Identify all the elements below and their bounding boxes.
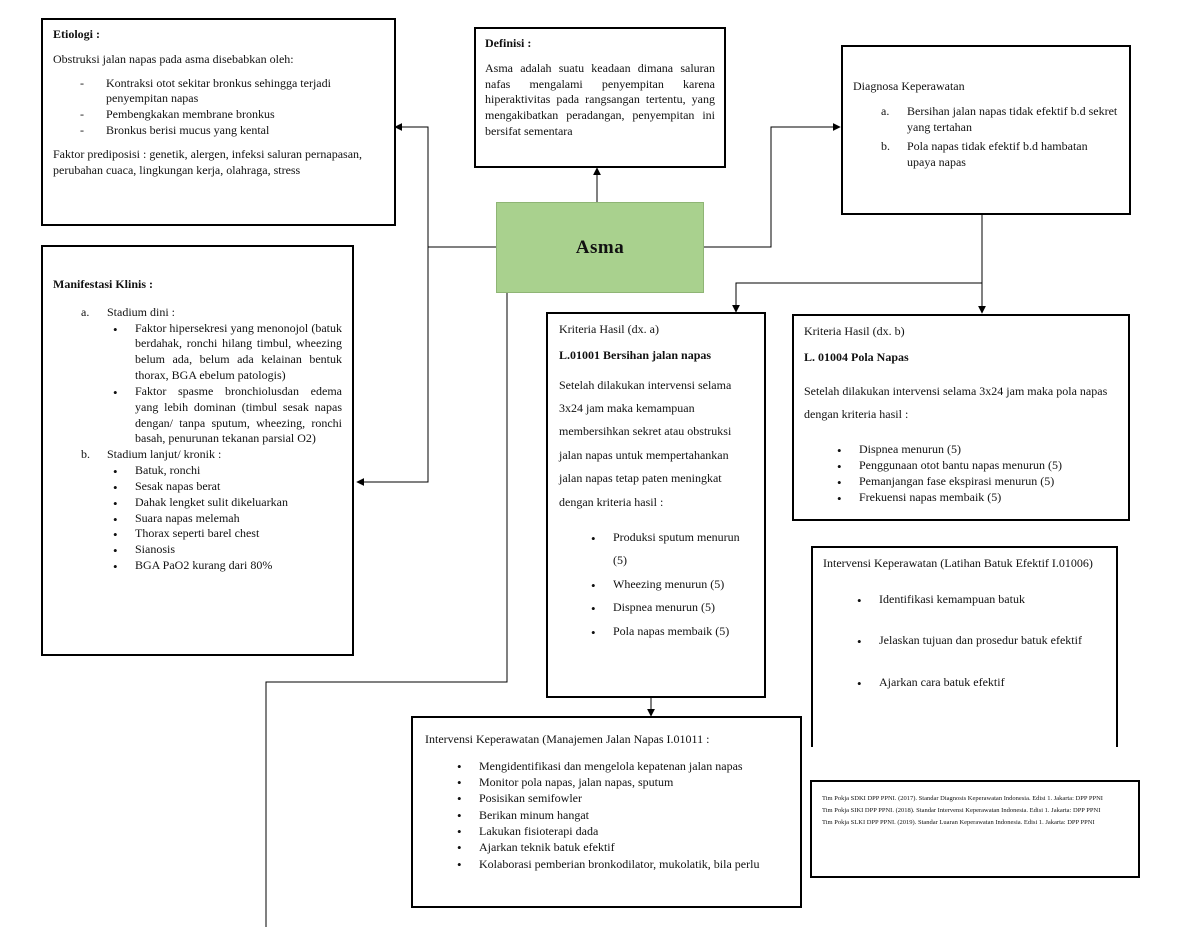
definisi-title: Definisi : xyxy=(485,36,532,50)
kriteria-b-list: Dispnea menurun (5) Penggunaan otot bant… xyxy=(837,442,1118,507)
etiologi-title: Etiologi : xyxy=(53,27,100,41)
intervensi-batuk-item: Jelaskan tujuan dan prosedur batuk efekt… xyxy=(857,629,1106,655)
stadium-dini-list: Faktor hipersekresi yang menonojol (batu… xyxy=(113,321,342,448)
definisi-text: Asma adalah suatu keadaan dimana saluran… xyxy=(485,60,715,139)
stadium-dini-item: Faktor hipersekresi yang menonojol (batu… xyxy=(113,321,342,384)
stadium-label: Stadium dini : xyxy=(107,304,176,319)
stadium-lanjut-item: Thorax seperti barel chest xyxy=(113,526,342,543)
intervensi-jalan-napas-item: Lakukan fisioterapi dada xyxy=(457,823,790,841)
intervensi-jalan-napas-item: Monitor pola napas, jalan napas, sputum xyxy=(457,774,790,792)
etiologi-list: Kontraksi otot sekitar bronkus sehingga … xyxy=(80,76,384,139)
diagnosa-box: Diagnosa Keperawatan a. Bersihan jalan n… xyxy=(841,45,1131,215)
asma-node: Asma xyxy=(496,202,704,293)
intervensi-jalan-napas-item: Ajarkan teknik batuk efektif xyxy=(457,839,790,857)
stadium-marker: a. xyxy=(81,304,90,319)
kriteria-b-item: Penggunaan otot bantu napas menurun (5) xyxy=(837,458,1118,475)
asma-label: Asma xyxy=(575,236,625,258)
kriteria-a-text: Setelah dilakukan intervensi selama 3x24… xyxy=(559,377,732,509)
intervensi-jalan-napas-list: Mengidentifikasi dan mengelola kepatenan… xyxy=(457,758,790,874)
reference-item: Tim Pokja SIKI DPP PPNI. (2018). Standar… xyxy=(822,806,1101,814)
etiologi-item: Kontraksi otot sekitar bronkus sehingga … xyxy=(80,76,384,108)
kriteria-a-item: Pola napas membaik (5) xyxy=(591,620,754,646)
etiologi-item: Pembengkakan membrane bronkus xyxy=(80,107,384,123)
etiologi-box: Etiologi : Obstruksi jalan napas pada as… xyxy=(41,18,396,226)
kriteria-a-list: Produksi sputum menurun (5) Wheezing men… xyxy=(591,526,754,646)
intervensi-batuk-box: Intervensi Keperawatan (Latihan Batuk Ef… xyxy=(811,546,1118,747)
line-asma-down xyxy=(265,293,508,927)
intervensi-batuk-item: Ajarkan cara batuk efektif xyxy=(857,671,1106,697)
etiologi-item: Bronkus berisi mucus yang kental xyxy=(80,123,384,139)
manifestasi-title: Manifestasi Klinis : xyxy=(53,277,154,291)
line-to-kriteria-a xyxy=(732,282,982,313)
stadium-lanjut-list: Batuk, ronchi Sesak napas berat Dahak le… xyxy=(113,463,342,575)
intervensi-batuk-title: Intervensi Keperawatan (Latihan Batuk Ef… xyxy=(823,556,1093,570)
stadium-lanjut-item: Batuk, ronchi xyxy=(113,463,342,480)
line-to-etiologi xyxy=(394,123,496,248)
kriteria-a-item: Produksi sputum menurun (5) xyxy=(591,526,754,573)
kriteria-b-text: Setelah dilakukan intervensi selama 3x24… xyxy=(804,383,1108,422)
kriteria-b-item: Frekuensi napas membaik (5) xyxy=(837,490,1118,507)
stadium-lanjut-item: Dahak lengket sulit dikeluarkan xyxy=(113,495,342,512)
intervensi-jalan-napas-item: Posisikan semifowler xyxy=(457,790,790,808)
diagnosa-item-b: b. Pola napas tidak efektif b.d hambatan… xyxy=(881,139,1119,171)
diagnosa-marker: b. xyxy=(881,139,890,154)
diagnosa-item-a: a. Bersihan jalan napas tidak efektif b.… xyxy=(881,103,1119,136)
kriteria-a-code: L.01001 Bersihan jalan napas xyxy=(559,347,712,362)
line-to-manifestasi xyxy=(356,247,429,486)
references-box: Tim Pokja SDKI DPP PPNI. (2017). Standar… xyxy=(810,780,1140,878)
intervensi-jalan-napas-item: Mengidentifikasi dan mengelola kepatenan… xyxy=(457,758,790,776)
intervensi-batuk-list: Identifikasi kemampuan batuk Jelaskan tu… xyxy=(857,588,1106,697)
stadium-dini: a. Stadium dini : Faktor hipersekresi ya… xyxy=(81,304,342,448)
kriteria-b-item: Pemanjangan fase ekspirasi menurun (5) xyxy=(837,474,1118,491)
kriteria-a-header: Kriteria Hasil (dx. a) xyxy=(559,322,659,336)
etiologi-faktor: Faktor prediposisi : genetik, alergen, i… xyxy=(53,146,363,177)
stadium-label: Stadium lanjut/ kronik : xyxy=(107,447,222,462)
intervensi-jalan-napas-box: Intervensi Keperawatan (Manajemen Jalan … xyxy=(411,716,802,908)
reference-item: Tim Pokja SLKI DPP PPNI. (2019). Standar… xyxy=(822,818,1095,826)
intervensi-jalan-napas-title: Intervensi Keperawatan (Manajemen Jalan … xyxy=(425,732,710,746)
etiologi-intro: Obstruksi jalan napas pada asma disebabk… xyxy=(53,51,294,66)
stadium-lanjut-item: Sianosis xyxy=(113,542,342,559)
stadium-lanjut-item: BGA PaO2 kurang dari 80% xyxy=(113,558,342,575)
diagnosa-list: a. Bersihan jalan napas tidak efektif b.… xyxy=(881,103,1119,171)
stadium-marker: b. xyxy=(81,447,90,462)
stadium-dini-item: Faktor spasme bronchiolusdan edema yang … xyxy=(113,384,342,447)
kriteria-a-box: Kriteria Hasil (dx. a) L.01001 Bersihan … xyxy=(546,312,766,698)
diagnosa-text: Pola napas tidak efektif b.d hambatan up… xyxy=(907,139,1088,170)
kriteria-b-box: Kriteria Hasil (dx. b) L. 01004 Pola Nap… xyxy=(792,314,1130,521)
intervensi-jalan-napas-item: Berikan minum hangat xyxy=(457,807,790,825)
manifestasi-stadium-list: a. Stadium dini : Faktor hipersekresi ya… xyxy=(81,304,342,575)
reference-item: Tim Pokja SDKI DPP PPNI. (2017). Standar… xyxy=(822,795,1103,802)
diagnosa-text: Bersihan jalan napas tidak efektif b.d s… xyxy=(907,103,1118,134)
diagnosa-marker: a. xyxy=(881,103,890,118)
definisi-box: Definisi : Asma adalah suatu keadaan dim… xyxy=(474,27,726,168)
line-to-diagnosa xyxy=(704,123,841,248)
intervensi-jalan-napas-item: Kolaborasi pemberian bronkodilator, muko… xyxy=(457,856,790,874)
kriteria-a-item: Wheezing menurun (5) xyxy=(591,573,754,599)
diagnosa-title: Diagnosa Keperawatan xyxy=(853,79,965,93)
stadium-lanjut-item: Sesak napas berat xyxy=(113,479,342,496)
kriteria-b-code: L. 01004 Pola Napas xyxy=(804,349,909,364)
kriteria-b-header: Kriteria Hasil (dx. b) xyxy=(804,324,905,338)
manifestasi-box: Manifestasi Klinis : a. Stadium dini : F… xyxy=(41,245,354,656)
kriteria-b-item: Dispnea menurun (5) xyxy=(837,442,1118,459)
kriteria-a-item: Dispnea menurun (5) xyxy=(591,596,754,622)
stadium-lanjut-item: Suara napas melemah xyxy=(113,511,342,528)
intervensi-batuk-item: Identifikasi kemampuan batuk xyxy=(857,588,1106,614)
stadium-lanjut: b. Stadium lanjut/ kronik : Batuk, ronch… xyxy=(81,447,342,575)
